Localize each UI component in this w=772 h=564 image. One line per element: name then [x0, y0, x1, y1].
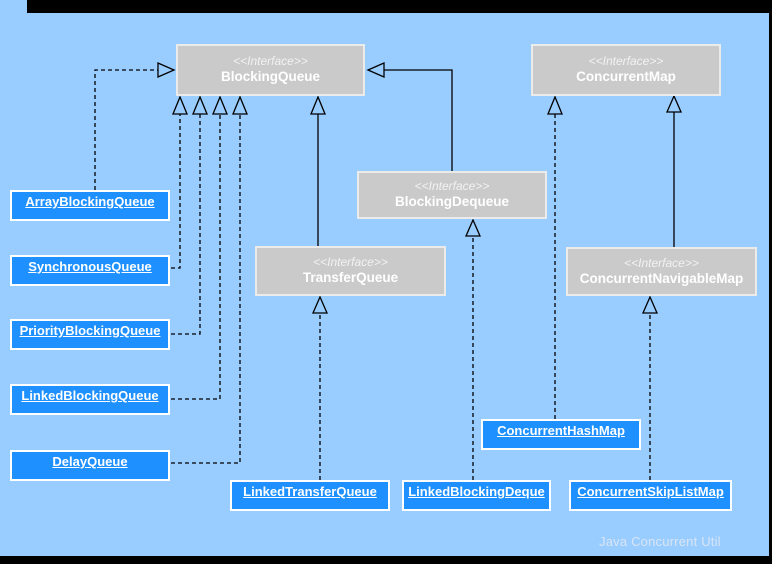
class-node-concurrentskiplistmap[interactable]: ConcurrentSkipListMap [569, 480, 732, 511]
class-name-link[interactable]: ConcurrentHashMap [497, 423, 625, 438]
stereotype-label: <<Interface>> [624, 255, 699, 270]
arrowhead-concurrentmap-b1 [547, 95, 563, 115]
interface-node-concurrentnavigablemap: <<Interface>> ConcurrentNavigableMap [566, 247, 757, 296]
edge-arrayblockingqueue-to-blockingqueue [94, 69, 158, 190]
edge-linkedblockingqueue-to-blockingqueue [171, 114, 221, 400]
diagram-title: Java Concurrent Util [599, 534, 721, 549]
interface-name: TransferQueue [302, 270, 399, 286]
class-node-concurrenthashmap[interactable]: ConcurrentHashMap [481, 419, 641, 450]
arrowhead-blockingqueue-left [157, 62, 176, 78]
class-name-link[interactable]: ArrayBlockingQueue [25, 194, 155, 209]
class-name-link[interactable]: PriorityBlockingQueue [19, 323, 161, 338]
class-node-delayqueue[interactable]: DelayQueue [10, 450, 170, 481]
arrowhead-blockingqueue-right [366, 62, 385, 78]
edge-priorityblockingqueue-to-blockingqueue [171, 114, 201, 335]
class-node-linkedblockingqueue[interactable]: LinkedBlockingQueue [10, 384, 170, 415]
class-node-priorityblockingqueue[interactable]: PriorityBlockingQueue [10, 319, 170, 350]
interface-name: BlockingQueue [220, 69, 320, 85]
interface-name: BlockingDequeue [394, 194, 510, 210]
interface-node-blockingdequeue: <<Interface>> BlockingDequeue [357, 171, 547, 219]
top-frame-bar [27, 0, 772, 13]
right-frame-bar [769, 0, 772, 564]
interface-node-blockingqueue: <<Interface>> BlockingQueue [176, 44, 365, 96]
arrowhead-blockingqueue-b5 [310, 95, 326, 115]
edge-blockingdequeue-to-blockingqueue [384, 69, 453, 171]
stereotype-label: <<Interface>> [313, 255, 388, 270]
interface-name: ConcurrentNavigableMap [579, 270, 744, 286]
interface-node-transferqueue: <<Interface>> TransferQueue [255, 246, 446, 296]
stereotype-label: <<Interface>> [414, 179, 490, 194]
arrowhead-transferqueue-bottom [312, 295, 328, 314]
bottom-frame-bar [0, 556, 772, 564]
class-name-link[interactable]: LinkedBlockingQueue [21, 388, 159, 403]
stereotype-label: <<Interface>> [588, 54, 664, 69]
class-node-linkedtransferqueue[interactable]: LinkedTransferQueue [230, 480, 390, 511]
class-name-link[interactable]: LinkedBlockingDeque [408, 484, 545, 499]
arrowhead-blockingqueue-b1 [172, 95, 188, 115]
class-name-link[interactable]: DelayQueue [52, 454, 128, 469]
edge-synchronousqueue-to-blockingqueue [171, 114, 181, 269]
class-node-arrayblockingqueue[interactable]: ArrayBlockingQueue [10, 190, 170, 221]
class-name-link[interactable]: ConcurrentSkipListMap [577, 484, 724, 499]
interface-name: ConcurrentMap [576, 69, 676, 85]
arrowhead-blockingqueue-b4 [232, 95, 248, 115]
class-name-link[interactable]: LinkedTransferQueue [243, 484, 377, 499]
arrowhead-blockingdequeue-bottom [465, 218, 481, 237]
interface-node-concurrentmap: <<Interface>> ConcurrentMap [531, 44, 721, 96]
class-node-linkedblockingdeque[interactable]: LinkedBlockingDeque [402, 480, 551, 511]
arrowhead-blockingqueue-b2 [192, 95, 208, 115]
stereotype-label: <<Interface>> [233, 54, 308, 69]
class-name-link[interactable]: SynchronousQueue [28, 259, 152, 274]
edge-delayqueue-to-blockingqueue [171, 114, 241, 464]
arrowhead-concurrentmap-b2 [666, 94, 682, 113]
arrowhead-concurrentnavigablemap-bottom [642, 295, 658, 314]
arrowhead-blockingqueue-b3 [212, 95, 228, 115]
class-node-synchronousqueue[interactable]: SynchronousQueue [10, 255, 170, 286]
